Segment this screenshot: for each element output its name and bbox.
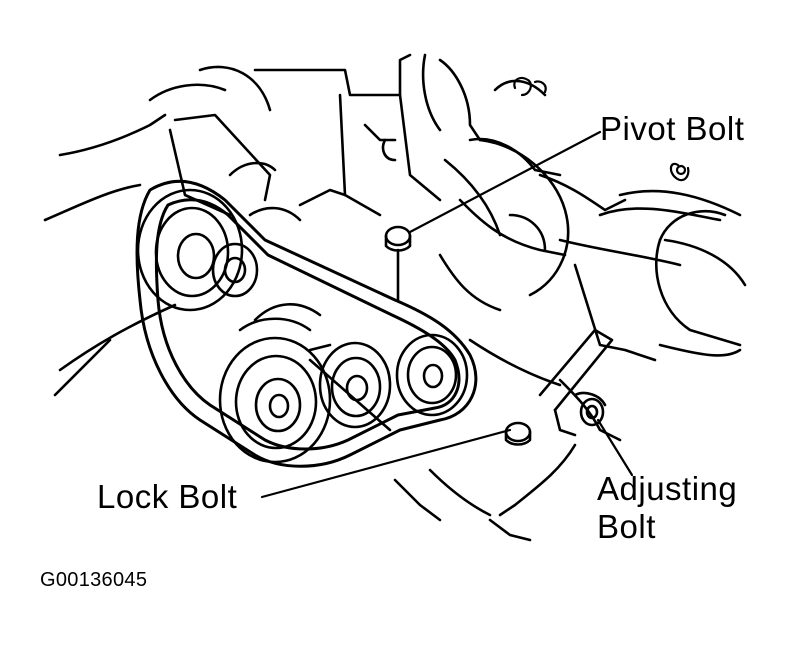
lock-bolt-leader [260, 428, 512, 499]
alternator-pulley [395, 333, 469, 417]
figure-id: G00136045 [40, 569, 148, 591]
idler-pulley [308, 341, 392, 432]
lock-bolt-label: Lock Bolt [97, 478, 238, 515]
clip-marks [513, 76, 690, 182]
adjusting-bolt-label-line2: Bolt [597, 508, 656, 545]
pivot-bolt [384, 225, 412, 302]
drive-belt [135, 179, 478, 468]
alternator-body [443, 138, 742, 347]
pivot-bolt-label: Pivot Bolt [600, 110, 745, 147]
pivot-bolt-leader [408, 130, 602, 234]
adjusting-bracket [504, 328, 614, 446]
crankshaft-pulley [136, 188, 259, 312]
lower-pulley [218, 303, 332, 464]
adjusting-bolt-label-line1: Adjusting [597, 470, 738, 507]
callout-leaders [260, 130, 634, 499]
adjusting-bolt-leader [596, 418, 634, 477]
